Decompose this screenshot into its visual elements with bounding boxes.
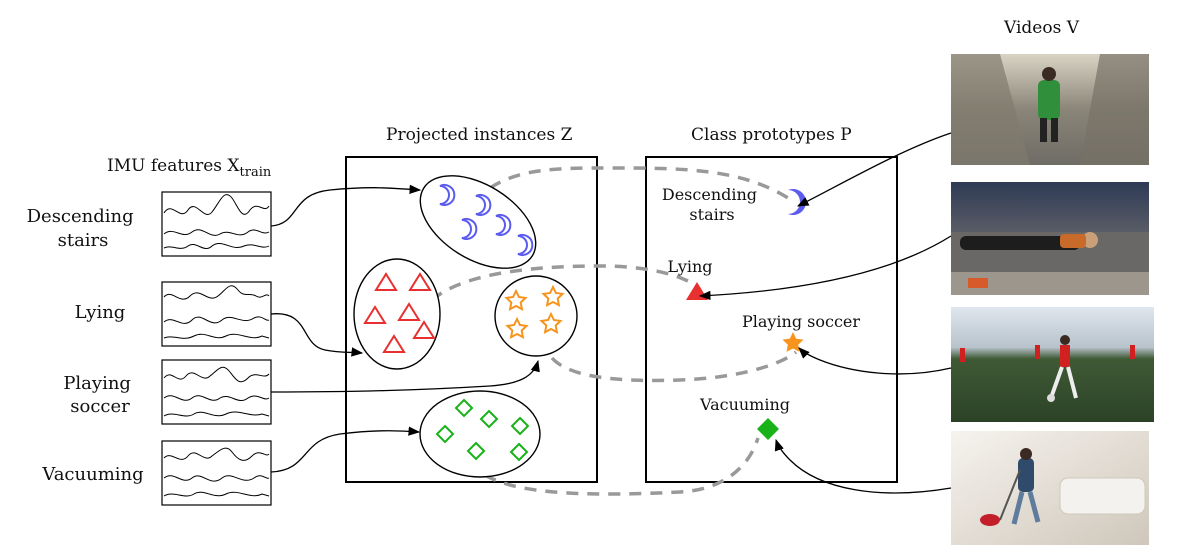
proto-label-vacuuming: Vacuuming [699,395,790,414]
star-instance [541,284,565,307]
label-descending-stairs: Descending stairs [27,206,140,251]
diamond-instance [509,442,529,462]
lying-instances [363,272,436,353]
star-instance [505,316,529,339]
label-playing-line1: Playing [63,373,131,394]
soccer-instances [504,284,565,339]
arrow-video-descending [796,132,952,207]
arrow-video-soccer [798,347,952,375]
label-lying: Lying [75,302,126,323]
cluster-playing-soccer [494,275,578,357]
star-instance [539,311,563,334]
imu-features-header: IMU features Xtrain [107,156,272,180]
crescent-instance [461,218,478,240]
projected-instances-panel [345,156,598,483]
diamond-instance [510,416,530,436]
proto-label-descending: Descending stairs [662,185,762,224]
crescent-instance [475,194,492,216]
dashed-link-soccer [550,350,798,383]
vacuuming-instances [435,398,530,462]
star-instance [504,288,528,311]
class-prototypes-header: Class prototypes P [691,125,852,145]
cluster-lying [353,258,441,370]
proto-descending-line1: Descending [662,185,757,204]
triangle-instance [374,272,398,291]
cluster-descending-stairs [419,175,537,269]
arrow-video-lying [698,235,952,301]
dashed-links [430,166,798,496]
prototype-lying-triangle [686,282,708,300]
crescent-instance [517,234,534,256]
crescent-instance [495,214,512,236]
arrow-imu-soccer [270,359,540,393]
descending-instances [439,184,534,256]
imu-signal-lying [161,281,272,347]
prototype-soccer-star [782,332,804,352]
videos-header: Videos V [1003,18,1080,38]
proto-label-lying: Lying [667,257,712,276]
label-descending-line1: Descending [27,206,134,227]
class-prototypes-panel [645,156,898,483]
triangle-instance [363,305,387,324]
video-vacuuming[interactable] [951,431,1149,545]
projected-instances-header: Projected instances Z [386,125,573,145]
proto-descending-line2: stairs [689,205,734,224]
triangle-instance [412,320,436,339]
dashed-link-lying [430,264,691,302]
arrow-video-vacuuming [774,438,952,494]
video-descending-stairs[interactable] [951,54,1149,165]
diamond-instance [479,409,499,429]
video-playing-soccer[interactable] [951,307,1154,422]
diamond-instance [466,441,486,461]
crescent-instance [439,184,456,206]
imu-signal-descending [161,191,272,257]
triangle-instance [408,272,432,291]
triangle-instance [397,302,421,321]
label-vacuuming: Vacuuming [41,464,143,485]
label-descending-line2: stairs [58,230,109,251]
imu-signal-playing-soccer [161,359,272,425]
arrow-imu-vacuuming [270,426,421,473]
diamond-instance [435,424,455,444]
prototype-descending-crescent [788,189,807,216]
triangle-instance [382,334,406,353]
dashed-link-descending [489,166,789,200]
arrows [270,132,952,494]
label-playing-soccer: Playing soccer [63,373,136,417]
arrow-imu-descending [270,184,422,227]
diamond-instance [454,398,474,418]
proto-label-playing-soccer: Playing soccer [742,312,860,331]
imu-signal-vacuuming [161,440,272,506]
label-playing-line2: soccer [70,396,130,417]
arrow-imu-lying [270,313,364,357]
video-lying[interactable] [951,182,1149,295]
prototype-vacuuming-diamond [757,418,779,440]
